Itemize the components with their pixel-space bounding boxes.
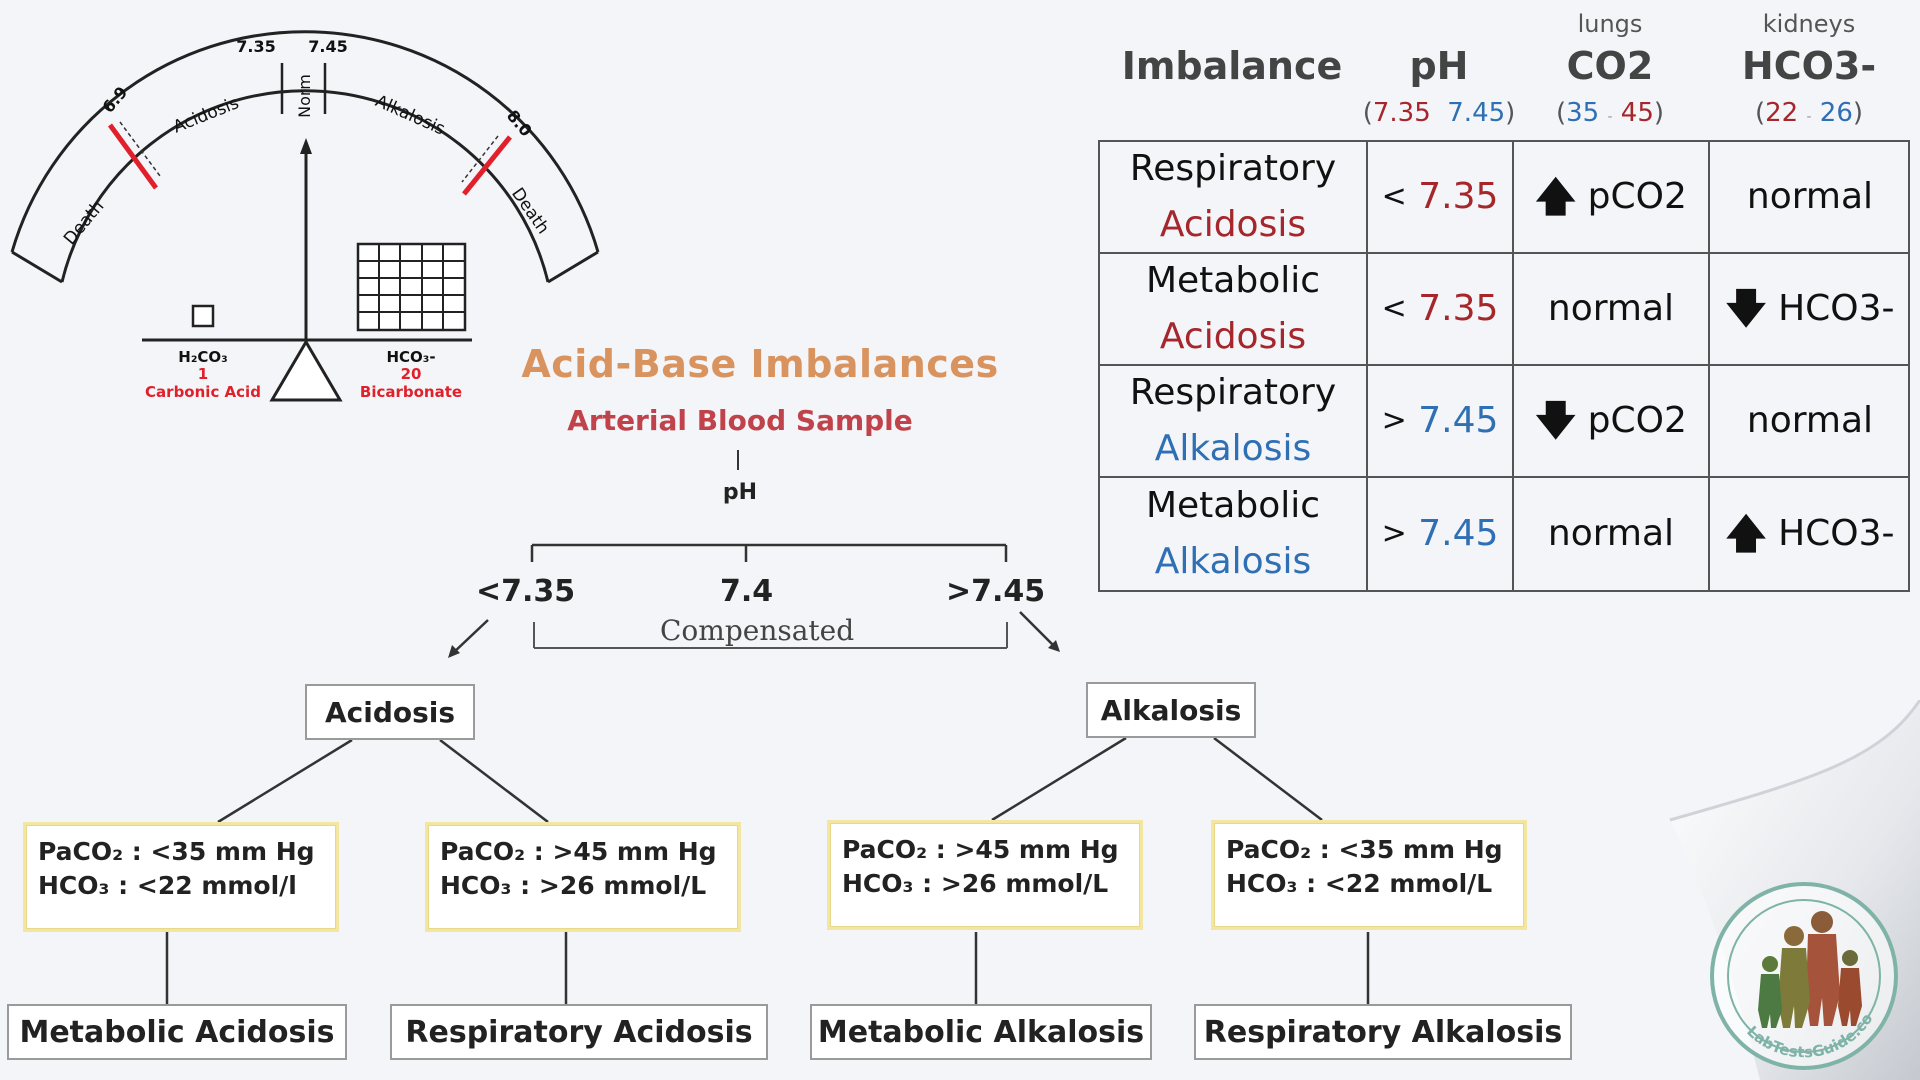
header-kidneys: kidneys — [1762, 10, 1856, 38]
table-row-resp-acidosis-ph: < 7.35 — [1381, 176, 1499, 217]
up-arrow-icon: 🡅 — [1535, 174, 1577, 220]
flow-compensated-label: Compensated — [660, 614, 855, 647]
fulcrum — [269, 339, 343, 402]
right-name: Bicarbonate — [360, 383, 462, 401]
criteria-paco2: PaCO₂ : <35 mm Hg — [38, 837, 315, 866]
tick-low-label: 7.35 — [236, 37, 275, 56]
criteria-box-metabolic-acidosis: PaCO₂ : <35 mm Hg HCO₃ : <22 mmol/l — [23, 822, 339, 932]
right-formula: HCO₃- — [386, 348, 435, 366]
result-metabolic-alkalosis: Metabolic Alkalosis — [810, 1004, 1152, 1060]
left-ratio: 1 — [198, 365, 208, 383]
table-row-met-acidosis-hco3: 🡇 HCO3- — [1710, 254, 1910, 364]
criteria-hco3: HCO₃ : >26 mmol/L — [440, 871, 707, 900]
header-lungs: lungs — [1577, 10, 1643, 38]
gauge-inner-arc — [60, 89, 550, 283]
flowchart-connectors — [165, 450, 1370, 1004]
header-hco3: HCO3- — [1741, 44, 1877, 88]
diagram-subtitle: Arterial Blood Sample — [567, 404, 913, 437]
range-hco3: (22 - 26) — [1754, 98, 1864, 128]
tick-high-label: 7.45 — [308, 37, 347, 56]
result-respiratory-alkalosis: Respiratory Alkalosis — [1194, 1004, 1572, 1060]
bicarbonate-block — [356, 242, 467, 332]
left-name: Carbonic Acid — [145, 383, 261, 401]
acid-base-scale-gauge: 7.35 7.45 6.9 8.0 Death Acidosis Norm Al… — [10, 30, 600, 402]
criteria-paco2: PaCO₂ : >45 mm Hg — [440, 837, 717, 866]
flow-high-label: >7.45 — [946, 574, 1046, 609]
range-co2: (35 - 45) — [1555, 98, 1665, 128]
result-metabolic-acidosis: Metabolic Acidosis — [7, 1004, 347, 1060]
header-imbalance: Imbalance — [1121, 44, 1343, 88]
down-arrow-icon: 🡇 — [1535, 398, 1577, 444]
table-row-resp-acidosis-hco3: normal — [1746, 176, 1874, 217]
carbonic-acid-block — [191, 304, 215, 328]
left-formula: H₂CO₃ — [178, 348, 227, 366]
criteria-hco3: HCO₃ : <22 mmol/l — [38, 871, 297, 900]
family-icon — [1758, 911, 1862, 1028]
diagram-title: Acid-Base Imbalances — [521, 342, 999, 386]
up-arrow-icon: 🡅 — [1725, 511, 1767, 557]
flow-mid-label: 7.4 — [720, 574, 774, 609]
labtestsguide-logo: LabTestsGuide.com — [1704, 876, 1898, 1070]
criteria-box-respiratory-alkalosis: PaCO₂ : <35 mm Hg HCO₃ : <22 mmol/L — [1211, 820, 1527, 930]
table-row-met-alkalosis-ph: > 7.45 — [1381, 513, 1499, 554]
table-row-resp-acidosis-co2: 🡅 pCO2 — [1514, 142, 1708, 252]
down-arrow-icon: 🡇 — [1725, 286, 1767, 332]
flow-low-label: <7.35 — [476, 574, 576, 609]
header-co2: CO2 — [1566, 44, 1654, 88]
alkalosis-node: Alkalosis — [1086, 682, 1256, 738]
table-row-met-alkalosis-co2: normal — [1547, 513, 1675, 554]
header-ph: pH — [1409, 44, 1469, 88]
table-row-met-acidosis-ph: < 7.35 — [1381, 288, 1499, 329]
criteria-box-metabolic-alkalosis: PaCO₂ : >45 mm Hg HCO₃ : >26 mmol/L — [827, 820, 1143, 930]
criteria-hco3: HCO₃ : >26 mmol/L — [842, 869, 1109, 898]
range-ph: (7.35 7.45) — [1362, 98, 1516, 128]
criteria-box-respiratory-acidosis: PaCO₂ : >45 mm Hg HCO₃ : >26 mmol/L — [425, 822, 741, 932]
table-row-resp-alkalosis-ph: > 7.45 — [1381, 400, 1499, 441]
table-row-met-alkalosis-hco3: 🡅 HCO3- — [1710, 478, 1910, 590]
zone-norm: Norm — [295, 74, 314, 118]
flow-root-ph: pH — [722, 480, 758, 505]
result-respiratory-acidosis: Respiratory Acidosis — [390, 1004, 768, 1060]
criteria-paco2: PaCO₂ : >45 mm Hg — [842, 835, 1119, 864]
criteria-hco3: HCO₃ : <22 mmol/L — [1226, 869, 1493, 898]
table-row-resp-alkalosis-co2: 🡇 pCO2 — [1514, 366, 1708, 476]
acidosis-node: Acidosis — [305, 684, 475, 740]
criteria-paco2: PaCO₂ : <35 mm Hg — [1226, 835, 1503, 864]
table-row-met-acidosis-co2: normal — [1547, 288, 1675, 329]
table-row-resp-alkalosis-hco3: normal — [1746, 400, 1874, 441]
right-ratio: 20 — [401, 365, 422, 383]
gauge-arc — [10, 30, 600, 253]
